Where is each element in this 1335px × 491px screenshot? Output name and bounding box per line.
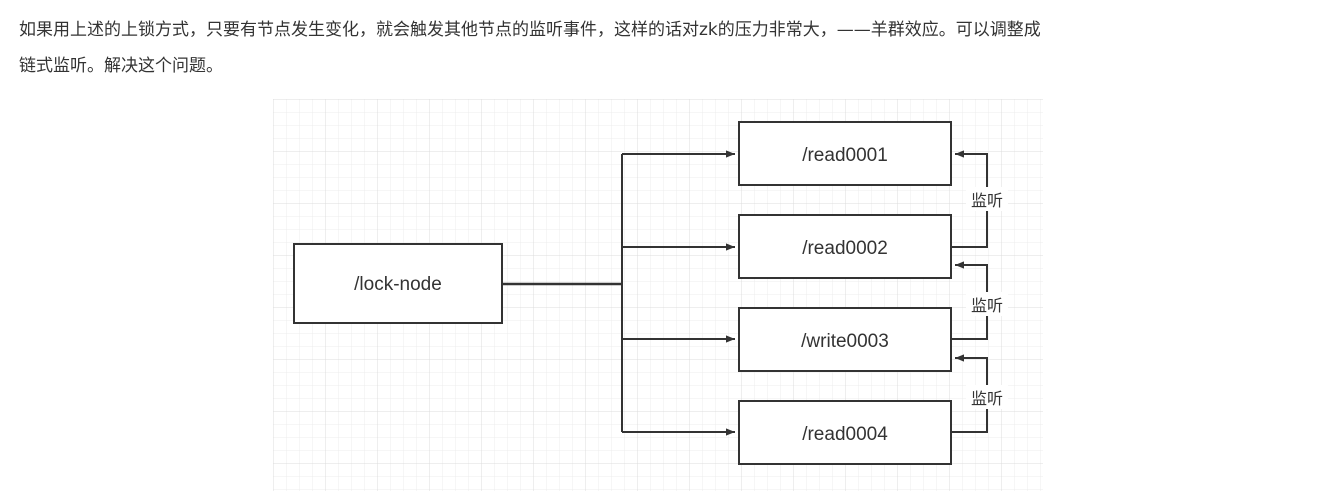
description-paragraph: 如果用上述的上锁方式，只要有节点发生变化，就会触发其他节点的监听事件，这样的话对…	[19, 12, 1319, 84]
child-node-box-2	[738, 214, 952, 279]
child-node-label-1: /read0001	[802, 145, 888, 166]
diagram-canvas: /lock-node /read0001 /read0002 /write000…	[273, 99, 1043, 491]
child-node-label-3: /write0003	[801, 331, 889, 352]
listen-label-1: 监听	[971, 191, 1003, 210]
child-node-box-4	[738, 400, 952, 465]
connector-lines	[502, 150, 735, 436]
child-node-label-2: /read0002	[802, 238, 888, 259]
child-node-box-3	[738, 307, 952, 372]
paragraph-line-1: 如果用上述的上锁方式，只要有节点发生变化，就会触发其他节点的监听事件，这样的话对…	[19, 20, 1041, 40]
listen-label-3: 监听	[971, 389, 1003, 408]
listen-label-2: 监听	[971, 296, 1003, 315]
lock-node-label: /lock-node	[354, 274, 442, 295]
chain-listen-diagram: /lock-node /read0001 /read0002 /write000…	[273, 99, 1043, 491]
child-node-box-1	[738, 121, 952, 186]
lock-node-box	[293, 243, 503, 324]
paragraph-line-2: 链式监听。解决这个问题。	[19, 56, 223, 76]
child-node-label-4: /read0004	[802, 424, 888, 445]
